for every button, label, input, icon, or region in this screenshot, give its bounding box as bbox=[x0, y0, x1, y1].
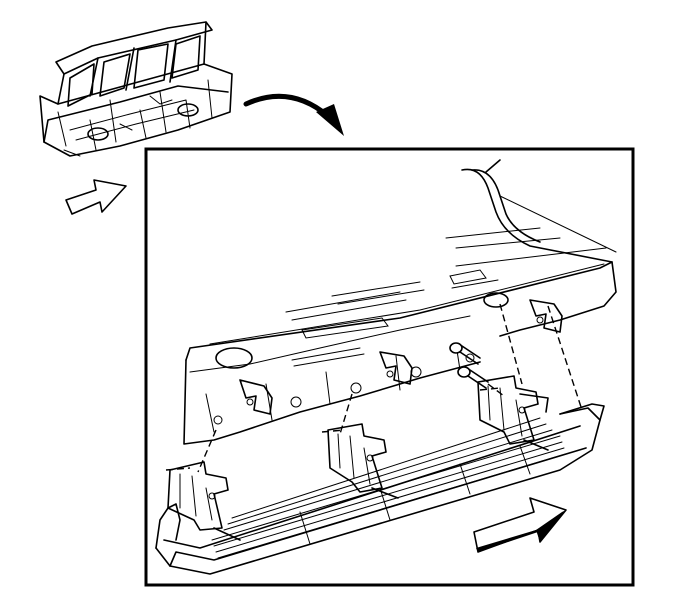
vehicle-body-locator-icon bbox=[39, 21, 233, 157]
front-direction-arrow-icon bbox=[65, 179, 127, 215]
bolt-upper bbox=[449, 342, 481, 365]
bolt-lower bbox=[457, 366, 489, 389]
step-bracket-front bbox=[167, 461, 229, 531]
step-bracket-middle bbox=[327, 423, 387, 493]
curved-callout-arrow-icon bbox=[243, 93, 344, 136]
front-direction-arrow-icon bbox=[473, 497, 567, 553]
detail-view bbox=[155, 159, 617, 575]
step-bracket-rear bbox=[477, 375, 549, 445]
running-board-assembly bbox=[155, 375, 605, 575]
